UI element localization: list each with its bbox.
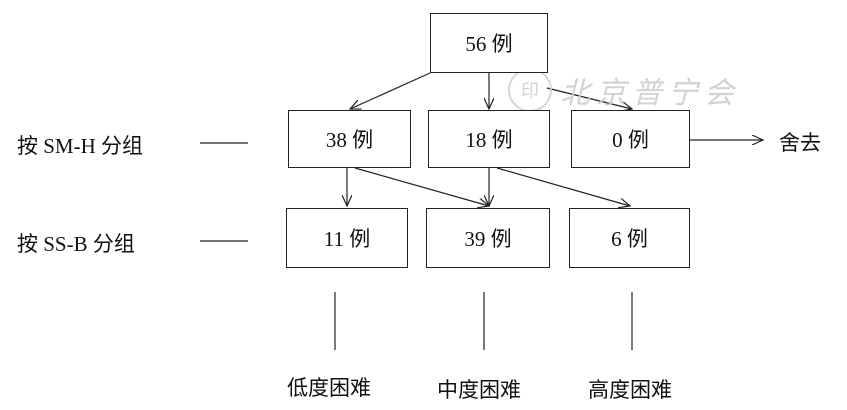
node-ss-b-group-2: 39 例 <box>426 208 550 268</box>
row-label-ss-b: 按 SS-B 分组 <box>17 232 135 256</box>
node-ss-b-group-3: 6 例 <box>569 208 690 268</box>
arrow-root-to-right <box>546 87 632 109</box>
node-sm-h-group-2: 18 例 <box>428 110 550 168</box>
arrow-middle-to-high <box>496 167 630 206</box>
node-root: 56 例 <box>430 13 548 73</box>
row-label-sm-h: 按 SM-H 分组 <box>17 134 144 158</box>
watermark-seal-icon: 印 <box>508 68 552 112</box>
node-sm-h-group-1: 38 例 <box>288 110 411 168</box>
outcome-mid: 中度困难 <box>437 378 521 402</box>
arrow-root-to-left <box>350 72 431 109</box>
outcome-low: 低度困难 <box>287 376 371 400</box>
watermark-text: 北京普宁会 <box>560 76 740 111</box>
discard-label: 舍去 <box>779 131 821 155</box>
node-ss-b-group-1: 11 例 <box>286 208 408 268</box>
watermark: 印 北京普宁会 <box>508 68 740 112</box>
outcome-high: 高度困难 <box>588 378 672 402</box>
arrow-left-to-mid <box>354 167 489 206</box>
node-sm-h-group-3: 0 例 <box>571 110 690 168</box>
